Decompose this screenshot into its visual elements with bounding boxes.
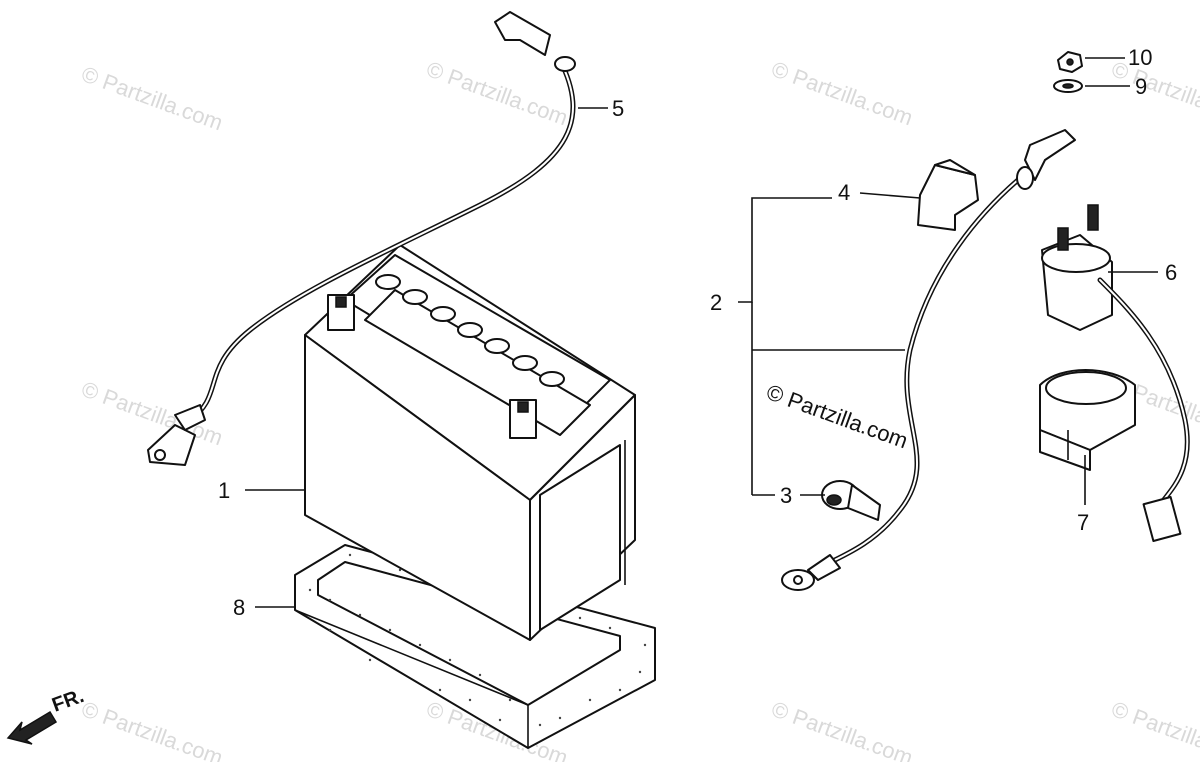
- battery: [304, 244, 636, 641]
- leader-lines: [245, 57, 1158, 608]
- watermark-3: © Partzilla.com: [768, 56, 916, 130]
- callout-8: 8: [233, 595, 245, 620]
- callout-1: 1: [218, 478, 230, 503]
- watermark-11: © Partzilla.com: [1108, 696, 1200, 762]
- battery-cells: [375, 274, 565, 387]
- battery-terminals: [327, 294, 537, 439]
- watermark-8: © Partzilla.com: [78, 696, 226, 762]
- callout-3: 3: [780, 483, 792, 508]
- watermark-10: © Partzilla.com: [768, 696, 916, 762]
- watermark-4: © Partzilla.com: [1108, 56, 1200, 130]
- callout-2: 2: [710, 290, 722, 315]
- watermark-main: © Partzilla.com: [763, 379, 911, 453]
- callout-9: 9: [1135, 74, 1147, 99]
- terminal-cover: [917, 159, 979, 231]
- callout-7: 7: [1077, 510, 1089, 535]
- relay-mount: [1039, 369, 1136, 471]
- watermark-2: © Partzilla.com: [423, 56, 571, 130]
- watermark-5: © Partzilla.com: [78, 376, 226, 450]
- nut-and-washer: [1053, 51, 1083, 93]
- callout-5: 5: [612, 96, 624, 121]
- callout-10: 10: [1128, 45, 1152, 70]
- negative-cable: [147, 11, 576, 466]
- watermark-1: © Partzilla.com: [78, 61, 226, 135]
- positive-cable: [781, 129, 1076, 591]
- terminal-boot: [821, 480, 881, 521]
- callouts: 1 2 3 4 5 6 7 8 9 10: [218, 45, 1177, 620]
- front-direction-indicator: FR.: [6, 685, 87, 745]
- starter-relay: [1041, 204, 1190, 542]
- battery-tray: [294, 544, 656, 749]
- front-arrow-icon: [6, 710, 58, 745]
- callout-6: 6: [1165, 260, 1177, 285]
- callout-4: 4: [838, 180, 850, 205]
